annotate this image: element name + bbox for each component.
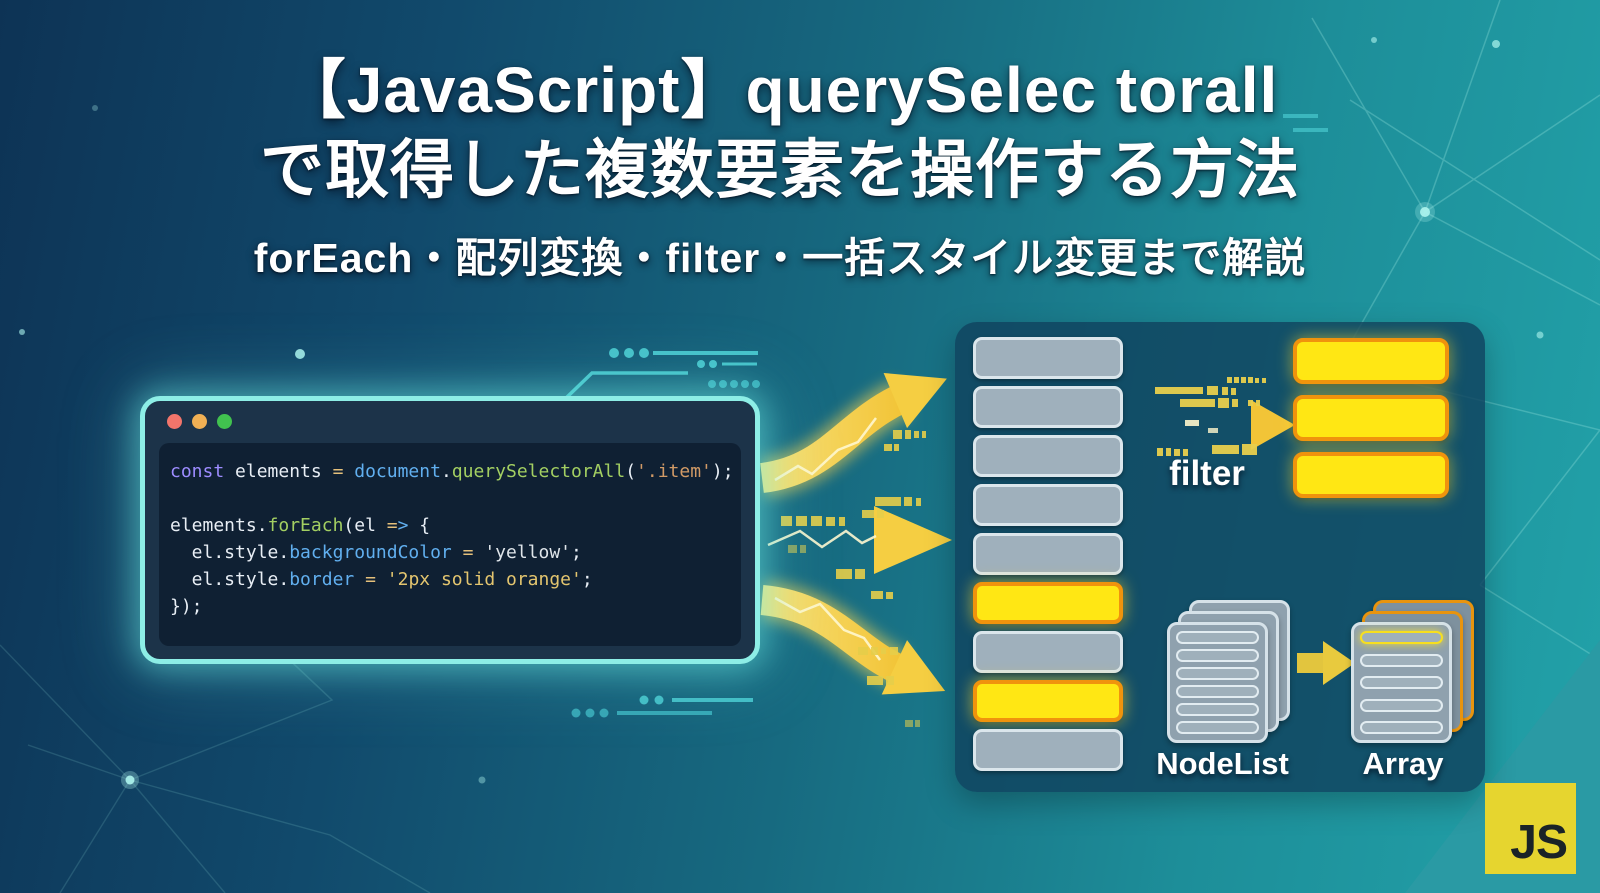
page-title-line2: で取得した複数要素を操作する方法 bbox=[260, 134, 1300, 206]
array-bar bbox=[1360, 631, 1443, 644]
nodelist-card bbox=[1167, 622, 1268, 743]
code-token: '2px solid orange' bbox=[386, 569, 582, 590]
code-token: { bbox=[408, 515, 431, 536]
code-token: el.style. bbox=[170, 542, 290, 563]
code-line: }); bbox=[170, 593, 730, 620]
code-line: el.style.backgroundColor = 'yellow'; bbox=[170, 539, 730, 566]
code-editor-window: const elements = document.querySelectorA… bbox=[140, 396, 760, 664]
filter-result-box bbox=[1293, 338, 1449, 384]
element-box-gray bbox=[973, 631, 1123, 673]
arrow-top bbox=[758, 372, 947, 498]
convert-arrow-icon bbox=[1297, 641, 1355, 685]
code-line: el.style.border = '2px solid orange'; bbox=[170, 566, 730, 593]
close-button bbox=[167, 414, 182, 429]
constellation-dots bbox=[19, 37, 1544, 789]
filter-dashes bbox=[1155, 377, 1266, 456]
code-token: document bbox=[354, 461, 441, 482]
code-token: 'yellow' bbox=[484, 542, 572, 563]
code-token: = bbox=[462, 542, 474, 563]
code-line: elements.forEach(el => { bbox=[170, 512, 730, 539]
code-token: > bbox=[397, 515, 409, 536]
array-label: Array bbox=[1362, 746, 1444, 781]
array-bar bbox=[1360, 676, 1443, 689]
filter-result-box bbox=[1293, 452, 1449, 498]
code-token: ( bbox=[625, 461, 637, 482]
code-token: = bbox=[332, 461, 344, 482]
code-token bbox=[473, 542, 484, 563]
minimize-button bbox=[192, 414, 207, 429]
code-token: elements. bbox=[170, 515, 268, 536]
nodelist-bar bbox=[1176, 685, 1259, 698]
element-box-yellow bbox=[973, 680, 1123, 722]
code-token: el.style. bbox=[170, 569, 290, 590]
code-token bbox=[343, 461, 354, 482]
code-token bbox=[452, 542, 463, 563]
element-box-gray bbox=[973, 435, 1123, 477]
page-subtitle: forEach・配列変換・filter・一括スタイル変更まで解説 bbox=[253, 235, 1307, 281]
filter-result-box bbox=[1293, 395, 1449, 441]
code-token: const bbox=[170, 461, 225, 482]
code-token: = bbox=[365, 569, 376, 590]
code-token: '.item' bbox=[636, 461, 712, 482]
code-token: querySelectorAll bbox=[451, 461, 626, 482]
filter-label: filter bbox=[1169, 454, 1245, 493]
array-card bbox=[1351, 622, 1452, 743]
code-line: const elements = document.querySelectorA… bbox=[170, 458, 734, 485]
nodelist-bars bbox=[1176, 631, 1259, 734]
code-token: forEach bbox=[267, 515, 344, 536]
code-token: backgroundColor bbox=[289, 542, 452, 563]
element-box-gray bbox=[973, 533, 1123, 575]
code-token: . bbox=[440, 461, 452, 482]
code-token: ; bbox=[571, 542, 582, 563]
diagram-panel: filter NodeList Array bbox=[955, 322, 1485, 792]
arrow-middle bbox=[762, 506, 952, 574]
pixel-dashes bbox=[781, 430, 926, 727]
element-box-gray bbox=[973, 386, 1123, 428]
code-line bbox=[170, 485, 730, 512]
nodelist-label: NodeList bbox=[1156, 746, 1289, 781]
element-box-gray bbox=[973, 729, 1123, 771]
tick-marks bbox=[1283, 114, 1328, 132]
circuit-decor-top bbox=[563, 348, 760, 401]
array-bar bbox=[1360, 721, 1443, 734]
code-area: const elements = document.querySelectorA… bbox=[159, 443, 741, 646]
js-logo-badge: JS bbox=[1485, 783, 1576, 874]
code-token: ; bbox=[581, 569, 593, 590]
nodelist-bar bbox=[1176, 631, 1259, 644]
element-list bbox=[973, 337, 1123, 778]
js-logo-text: JS bbox=[1510, 816, 1568, 869]
element-box-gray bbox=[973, 337, 1123, 379]
array-bar bbox=[1360, 698, 1443, 712]
nodelist-bar bbox=[1176, 703, 1259, 716]
code-token: border bbox=[289, 569, 355, 590]
window-controls bbox=[167, 414, 232, 429]
code-token: = bbox=[386, 515, 398, 536]
code-token: ); bbox=[711, 461, 734, 482]
circuit-decor-bottom bbox=[571, 695, 753, 718]
nodelist-bar bbox=[1176, 721, 1259, 734]
page-title-line1: 【JavaScript】querySelec torall bbox=[281, 54, 1279, 126]
arrow-bottom bbox=[759, 580, 946, 695]
array-bars bbox=[1360, 631, 1443, 734]
nodelist-icon bbox=[1167, 600, 1292, 745]
nodelist-bar bbox=[1176, 649, 1259, 662]
code-token: }); bbox=[170, 596, 203, 617]
element-box-gray bbox=[973, 484, 1123, 526]
filter-result-list bbox=[1293, 338, 1449, 509]
zoom-button bbox=[217, 414, 232, 429]
code-token bbox=[376, 569, 387, 590]
filter-arrow-icon bbox=[1155, 377, 1295, 456]
element-box-yellow bbox=[973, 582, 1123, 624]
array-icon bbox=[1351, 600, 1476, 745]
array-bar bbox=[1360, 653, 1443, 667]
nodelist-bar bbox=[1176, 667, 1259, 680]
code-token: elements bbox=[224, 461, 333, 482]
code-token bbox=[354, 569, 365, 590]
code-token: (el bbox=[343, 515, 387, 536]
title-block: 【JavaScript】querySelec torall で取得した複数要素を… bbox=[0, 50, 1560, 284]
